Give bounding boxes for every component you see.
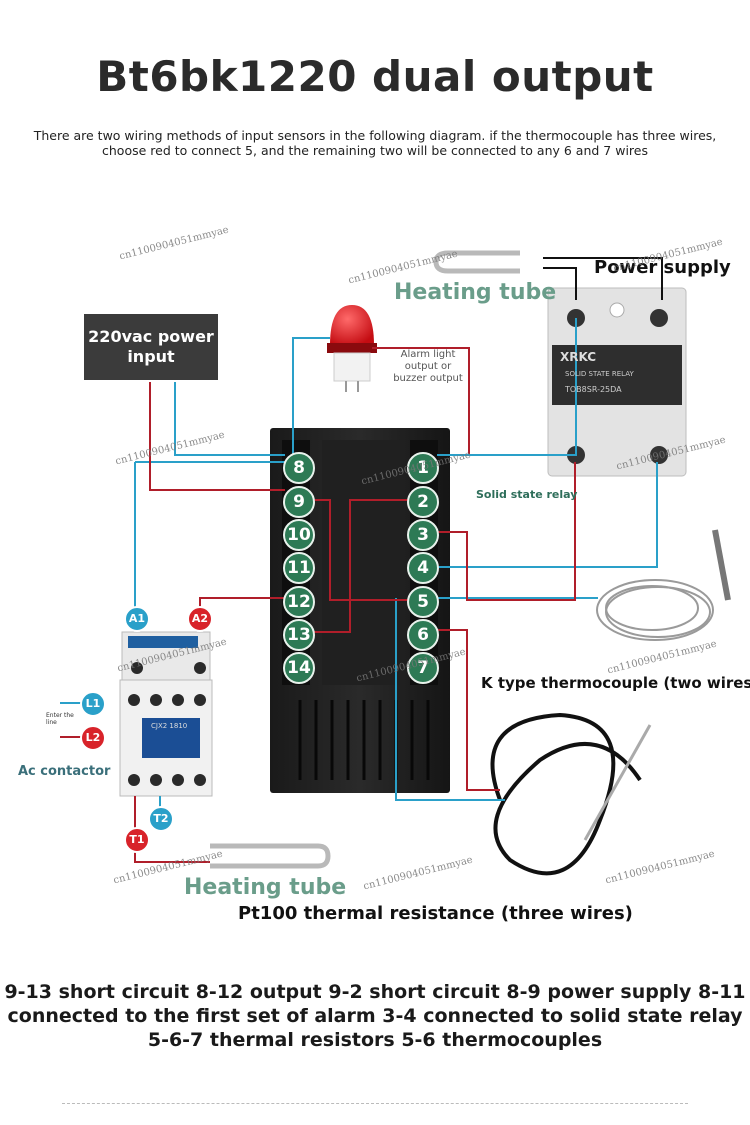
terminal-13: 13	[283, 619, 315, 651]
heating-tube-bottom	[210, 843, 331, 869]
heating-tube-top-label: Heating tube	[394, 280, 557, 305]
terminal-4: 4	[407, 552, 439, 584]
terminal-7: 7	[407, 652, 439, 684]
page-subtitle: There are two wiring methods of input se…	[33, 128, 717, 158]
contactor-line-text: Enter the line	[46, 712, 74, 726]
pt100-sensor	[490, 712, 652, 876]
ac-contactor-label: Ac contactor	[18, 764, 111, 779]
badge-t1: T1	[124, 827, 150, 853]
terminal-3: 3	[407, 519, 439, 551]
ac-contactor	[119, 631, 213, 797]
terminal-1: 1	[407, 452, 439, 484]
power-input-box: 220vac power input	[84, 314, 218, 380]
badge-a2: A2	[187, 606, 213, 632]
terminal-2: 2	[407, 486, 439, 518]
terminal-6: 6	[407, 619, 439, 651]
badge-a1: A1	[124, 606, 150, 632]
terminal-5: 5	[407, 586, 439, 618]
ssr-type: SOLID STATE RELAY	[565, 370, 634, 378]
terminal-10: 10	[283, 519, 315, 551]
ssr-label: Solid state relay	[476, 488, 578, 501]
solid-state-relay	[547, 287, 687, 477]
badge-l2: L2	[80, 725, 106, 751]
ssr-model: TOB8SR-25DA	[565, 385, 622, 394]
terminal-9: 9	[283, 486, 315, 518]
terminal-14: 14	[283, 652, 315, 684]
ssr-brand: XRKC	[560, 350, 597, 364]
badge-t2: T2	[148, 806, 174, 832]
k-thermocouple	[596, 529, 731, 641]
divider	[62, 1103, 688, 1104]
heating-tube-bottom-label: Heating tube	[184, 875, 347, 900]
power-supply-label: Power supply	[594, 257, 731, 278]
page-title: Bt6bk1220 dual output	[96, 52, 654, 101]
alarm-light	[327, 305, 377, 392]
alarm-label: Alarm light output or buzzer output	[393, 349, 463, 384]
contactor-model: CJX2 1810	[151, 722, 188, 730]
terminal-8: 8	[283, 452, 315, 484]
terminal-11: 11	[283, 552, 315, 584]
badge-l1: L1	[80, 691, 106, 717]
terminal-12: 12	[283, 586, 315, 618]
heating-tube-top	[433, 250, 520, 274]
k-thermocouple-label: K type thermocouple (two wires)	[481, 674, 750, 692]
pt100-label: Pt100 thermal resistance (three wires)	[238, 903, 633, 924]
wiring-notes: 9-13 short circuit 8-12 output 9-2 short…	[4, 981, 746, 1051]
